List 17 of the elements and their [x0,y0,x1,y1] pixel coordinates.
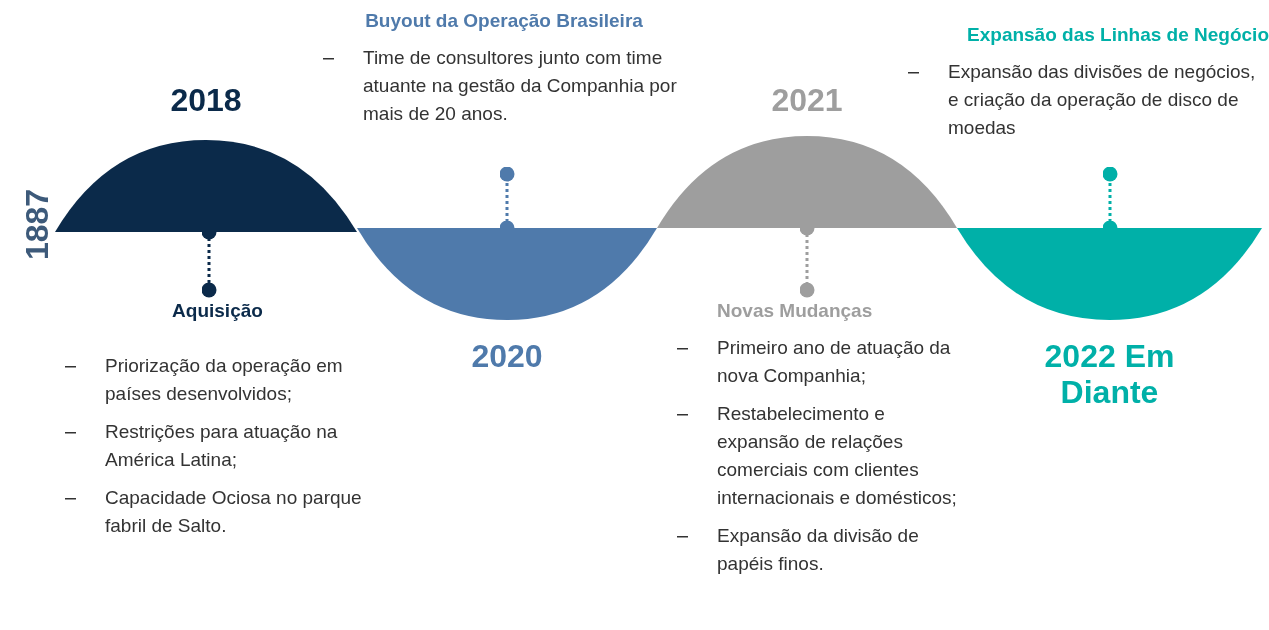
year-label: 1887 [18,187,56,263]
year-label: 2021 [771,82,843,118]
bullet-text: Expansão da divisão de papéis finos. [717,525,919,574]
bullet-text: Expansão das divisões de negócios, e criação da operação de disco de moedas [948,61,1256,138]
bullet-text: Restabelecimento e expansão de relações comerciais com clientes internacionais e domésticos; [717,403,957,508]
year-label: 2020 [471,338,543,374]
year-label: 2022 Em Diante [1044,338,1175,410]
bullet-text: Capacidade Ociosa no parque fabril de Salto. [105,487,362,536]
section-heading: Expansão das Linhas de Negócio [966,23,1269,47]
section-heading: Novas Mudanças [716,299,874,323]
bullet-text: Time de consultores junto com time atuante na gestão da Companhia por mais de 20 anos. [363,47,677,124]
section-heading: Buyout da Operação Brasileira [364,9,644,33]
section-heading: Aquisição [171,299,264,323]
bullet-text: Primeiro ano de atuação da nova Companhia; [717,337,951,386]
year-label: 2018 [170,82,242,118]
bullet-text: Priorização da operação em países desenvolvidos; [105,355,343,404]
bullet-text: Restrições para atuação na América Latina; [105,421,338,470]
